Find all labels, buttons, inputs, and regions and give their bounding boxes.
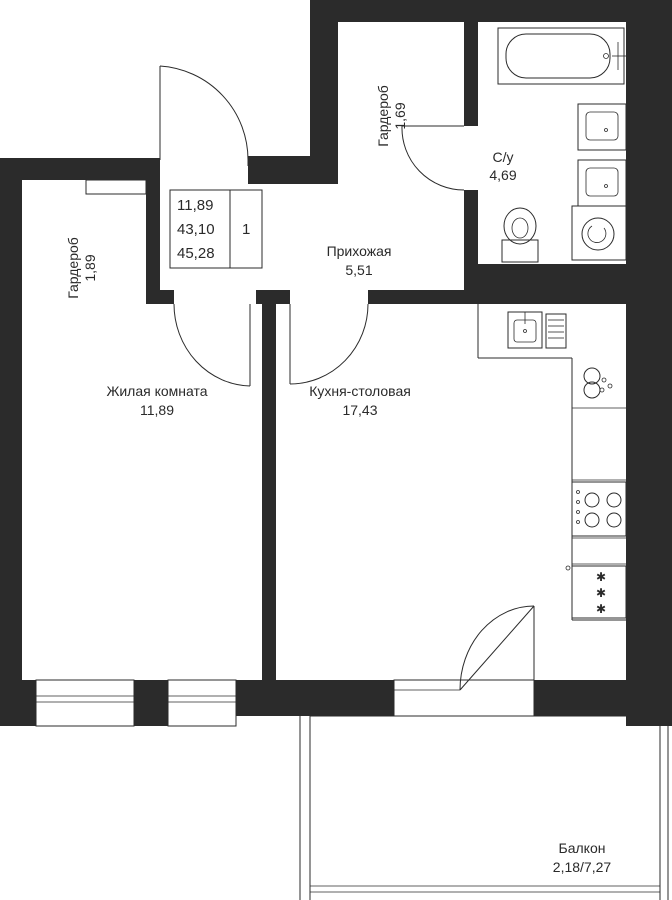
bathroom-name: С/у (493, 149, 514, 165)
kitchen-fixtures: ✱ ✱ ✱ (477, 304, 627, 621)
wall-bottom-left (0, 680, 36, 726)
wall-bottom-mid2 (236, 680, 394, 716)
wall-bath-bottom (464, 264, 672, 304)
wardrobe-hall-area: 1,69 (392, 102, 408, 129)
wardrobe-left-name: Гардероб (65, 237, 81, 299)
wardrobe-door (401, 125, 465, 191)
wall-left (0, 158, 22, 726)
wall-hall-bottom-c (368, 290, 478, 304)
summary-rooms: 1 (242, 221, 250, 238)
fridge-icon: ✱ ✱ ✱ (565, 565, 627, 619)
summary-living-area: 11,89 (177, 197, 213, 214)
wall-bottom-right (534, 680, 672, 716)
living-room-area: 11,89 (140, 402, 174, 418)
wall-right (626, 0, 672, 726)
wardrobe-shelf (85, 179, 147, 195)
wardrobe-left-area: 1,89 (82, 254, 98, 281)
walls (0, 0, 672, 726)
balcony-area: 2,18/7,27 (553, 859, 612, 875)
window-living-2 (167, 679, 237, 727)
balcony-outline (299, 715, 669, 900)
wall-top-living (0, 158, 160, 180)
room-labels: Гардероб 1,89 Гардероб 1,69 С/у 4,69 При… (65, 85, 611, 875)
balcony-name: Балкон (559, 840, 606, 856)
wall-living-hall-top (146, 158, 160, 304)
hallway-area: 5,51 (345, 262, 372, 278)
living-room-name: Жилая комната (106, 383, 207, 399)
bathroom-area: 4,69 (489, 167, 516, 183)
dishwasher-icon (583, 367, 613, 399)
svg-text:✱: ✱ (596, 586, 606, 600)
wall-living-kitchen (262, 290, 276, 680)
entrance-door (159, 65, 249, 166)
kitchen-area: 17,43 (342, 402, 377, 418)
washing-machine-icon (571, 205, 627, 261)
doors (159, 65, 535, 691)
svg-text:✱: ✱ (596, 570, 606, 584)
summary-total-with-balcony: 45,28 (177, 245, 215, 262)
balcony-door (459, 605, 535, 691)
wall-bottom-mid1 (134, 680, 168, 726)
wardrobe-hall-name: Гардероб (375, 85, 391, 147)
wall-top-right (310, 0, 672, 22)
kitchen-door (289, 303, 369, 385)
wall-hall-bottom-a (146, 290, 174, 304)
living-room-door (173, 303, 251, 387)
sink-icon (577, 103, 627, 207)
window-living-1 (35, 679, 135, 727)
stove-icon (571, 481, 627, 537)
summary-total-area: 43,10 (177, 221, 215, 238)
kitchen-name: Кухня-столовая (309, 383, 411, 399)
wall-wardrobe-bath-top (464, 22, 478, 126)
hallway-name: Прихожая (327, 243, 392, 259)
windows (35, 179, 535, 727)
bathroom-fixtures (497, 27, 627, 263)
summary-box: 11,89 43,10 45,28 1 (169, 189, 263, 269)
svg-text:✱: ✱ (596, 602, 606, 616)
bathtub-icon (497, 27, 626, 85)
toilet-icon (501, 207, 539, 263)
wall-top-wardrobe (310, 0, 338, 184)
kitchen-sink-icon (507, 311, 567, 349)
